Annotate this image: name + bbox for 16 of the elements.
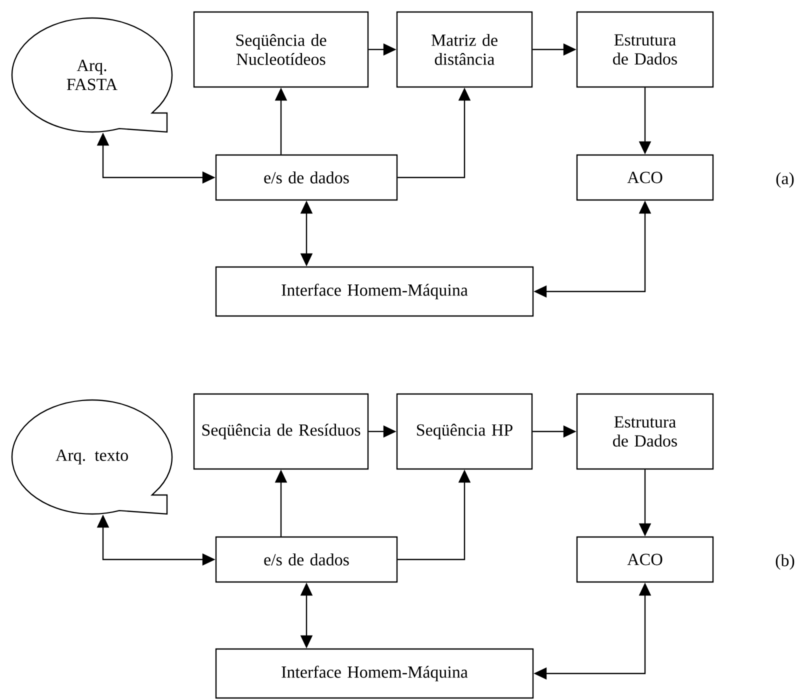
process-box: e/s de dados [215, 536, 398, 583]
process-box: e/s de dados [215, 154, 398, 201]
panel-label: (b) [776, 554, 794, 570]
process-box: ACO [576, 536, 714, 583]
panel-label: (a) [776, 172, 794, 188]
process-box: ACO [576, 154, 714, 201]
process-box: Estrutura de Dados [576, 393, 714, 470]
process-box: Seqüência de Nucleotídeos [193, 11, 369, 88]
process-box: Estrutura de Dados [576, 11, 714, 88]
file-balloon: Arq. FASTA [11, 17, 173, 133]
process-box: Interface Homem-Máquina [215, 648, 534, 699]
process-box: Seqüência de Resíduos [193, 393, 369, 470]
process-box: Interface Homem-Máquina [215, 266, 534, 317]
process-box: Seqüência HP [396, 393, 533, 470]
file-balloon: Arq. texto [11, 399, 173, 515]
process-box: Matriz de distância [396, 11, 533, 88]
